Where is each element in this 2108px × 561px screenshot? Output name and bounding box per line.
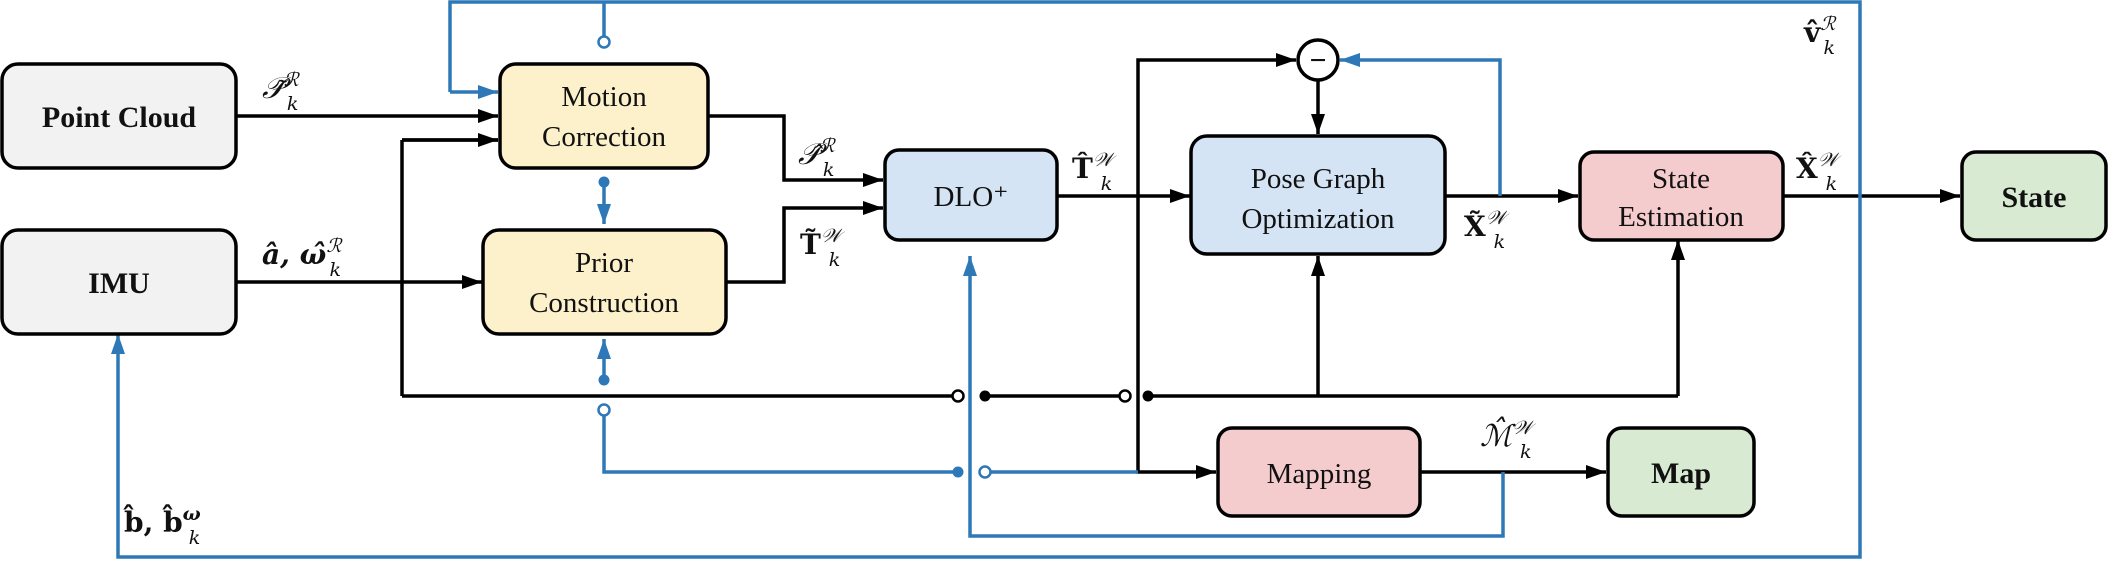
bus-junctions bbox=[951, 389, 1154, 403]
imu-signal-base: â, ω̂ bbox=[262, 238, 327, 271]
corrected-cloud-signal-sup: ℛ bbox=[820, 135, 837, 157]
junction-filled bbox=[598, 176, 610, 188]
motion-correction-label-line1: Motion bbox=[561, 81, 647, 113]
minus-symbol: − bbox=[1309, 44, 1326, 77]
state-block bbox=[1960, 150, 2108, 242]
prior-construction-block bbox=[481, 228, 728, 336]
edge-dlo-minus bbox=[1136, 53, 1296, 196]
state-estimate-signal-sup: 𝒲 bbox=[1818, 149, 1842, 171]
corrected-cloud-signal-sub: k bbox=[823, 159, 835, 181]
junction-filled bbox=[952, 466, 964, 478]
edge-motion-dlo bbox=[708, 114, 883, 187]
velocity-signal-sub: k bbox=[1823, 37, 1835, 59]
junction-open bbox=[1118, 389, 1132, 403]
prior-pose-signal-sup: 𝒲 bbox=[821, 225, 845, 247]
prior-pose-signal-sub: k bbox=[829, 249, 841, 271]
map-signal-sup: 𝒲 bbox=[1512, 417, 1536, 439]
edge-map-dlo bbox=[963, 256, 1505, 538]
state-estimation-block bbox=[1578, 150, 1785, 242]
pose-graph-label-line1: Pose Graph bbox=[1251, 163, 1386, 195]
junction-open bbox=[978, 465, 992, 479]
mapping-block bbox=[1216, 426, 1422, 518]
junction-open bbox=[597, 35, 611, 49]
point-cloud-signal-sub: k bbox=[287, 93, 299, 115]
junction-filled bbox=[1142, 390, 1154, 402]
state-estimation-label-line1: State bbox=[1652, 163, 1710, 195]
point-cloud-block bbox=[0, 62, 238, 170]
state-estimate-signal-base: X̂ bbox=[1796, 152, 1818, 185]
map-signal-sub: k bbox=[1520, 441, 1532, 463]
map-block bbox=[1606, 426, 1756, 518]
optimized-state-signal-sup: 𝒲 bbox=[1486, 207, 1510, 229]
dlo-pose-signal-sub: k bbox=[1101, 173, 1113, 195]
state-label: State bbox=[2002, 181, 2067, 214]
imu-block bbox=[0, 228, 238, 336]
prior-pose-signal-base: T̃ bbox=[800, 228, 821, 261]
junction-open bbox=[951, 389, 965, 403]
junction-filled bbox=[979, 390, 991, 402]
prior-construction-label-line1: Prior bbox=[575, 247, 633, 279]
optimized-state-signal-sub: k bbox=[1494, 231, 1506, 253]
junction-filled bbox=[598, 374, 610, 386]
edge-prior-dlo bbox=[726, 201, 883, 284]
point-cloud-signal-sup: ℛ bbox=[284, 69, 301, 91]
bias-signal-sup: ω bbox=[183, 503, 201, 525]
dlo-label: DLO⁺ bbox=[934, 181, 1009, 213]
map-signal-base: ℳ̂ bbox=[1480, 417, 1516, 454]
dlo-pose-signal-sup: 𝒲 bbox=[1093, 149, 1117, 171]
bias-signal-sub: k bbox=[189, 527, 201, 549]
edge-lower-loop-left bbox=[602, 410, 958, 474]
motion-correction-block bbox=[498, 62, 710, 170]
edge-posegraph-minus bbox=[1340, 53, 1502, 196]
block-labels: Point Cloud IMU Motion Correction Prior … bbox=[42, 44, 2067, 490]
optimized-state-signal-base: X̃ bbox=[1464, 210, 1486, 243]
feedback-junctions bbox=[597, 35, 992, 479]
velocity-signal-sup: ℛ bbox=[1820, 13, 1837, 35]
mapping-label: Mapping bbox=[1267, 458, 1372, 490]
map-label: Map bbox=[1651, 457, 1711, 490]
feedback-lines bbox=[111, 0, 1862, 559]
blocks bbox=[0, 38, 2108, 518]
bias-signal-base: b̂, b̂ bbox=[122, 505, 182, 539]
junction-open bbox=[597, 403, 611, 417]
state-estimation-label-line2: Estimation bbox=[1618, 201, 1744, 233]
motion-correction-label-line2: Correction bbox=[542, 121, 667, 153]
state-estimate-signal-sub: k bbox=[1826, 173, 1838, 195]
minus-node bbox=[1296, 38, 1340, 82]
imu-label: IMU bbox=[88, 267, 150, 300]
velocity-signal-base: v̂ bbox=[1803, 16, 1821, 49]
pose-graph-block bbox=[1189, 134, 1447, 256]
point-cloud-label: Point Cloud bbox=[42, 101, 197, 134]
dlo-block bbox=[883, 148, 1059, 242]
imu-signal-sub: k bbox=[329, 259, 341, 281]
imu-signal-sup: ℛ bbox=[326, 235, 343, 257]
prior-construction-label-line2: Construction bbox=[529, 287, 679, 319]
edge-velocity-bias-feedback bbox=[111, 0, 1862, 559]
dlo-pose-signal-base: T̂ bbox=[1072, 152, 1093, 185]
pose-graph-label-line2: Optimization bbox=[1241, 203, 1395, 235]
